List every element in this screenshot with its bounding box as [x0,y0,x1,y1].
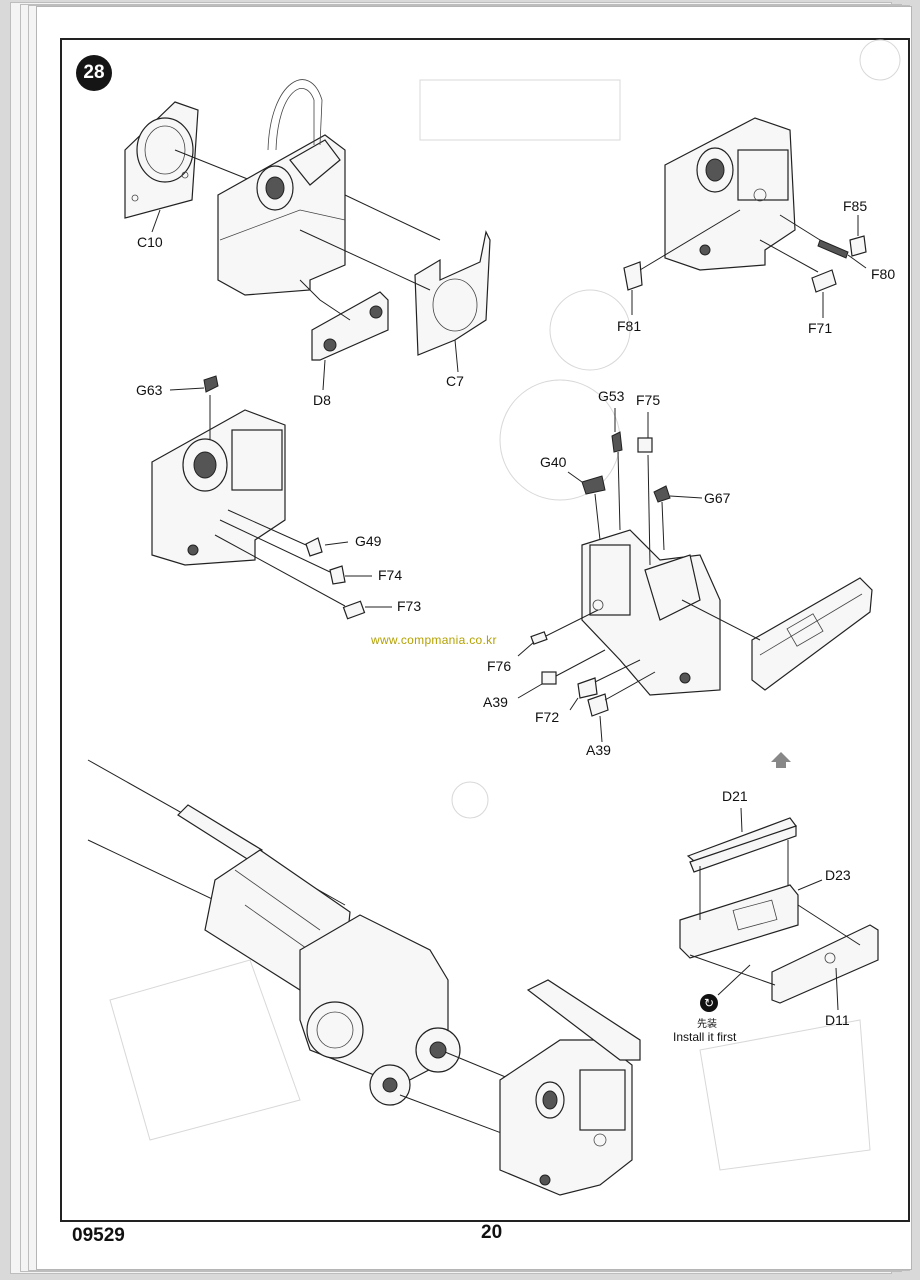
product-code: 09529 [72,1225,125,1246]
subassembly-c10-c7-d8 [124,79,491,391]
subassembly-f71-f85 [623,117,867,318]
subassembly-g49-f74 [151,375,392,620]
part-label-f81: F81 [617,318,642,334]
part-label-g53: G53 [598,388,625,404]
part-label-f73: F73 [397,598,422,614]
install-note-chinese: 先装 [697,1019,717,1030]
page-number: 20 [481,1222,503,1243]
part-label-d21: D21 [722,788,748,804]
up-arrow-icon [771,752,791,768]
part-label-g67: G67 [704,490,731,506]
part-label-c10: C10 [137,234,163,250]
subassembly-g53-f72 [517,408,873,743]
main-gun-assembly [87,759,641,1196]
part-label-g63: G63 [136,382,163,398]
step-frame [60,38,910,1222]
install-first-icon: ↻ [700,994,718,1012]
bleed-through-ghost [109,39,901,1171]
part-label-f85: F85 [843,198,868,214]
part-label-g49: G49 [355,533,382,549]
install-note-english: Install it first [673,1030,737,1044]
part-label-f75: F75 [636,392,661,408]
part-label-f80: F80 [871,266,896,282]
subassembly-d21-d23-d11 [679,807,879,1011]
part-label-f76: F76 [487,658,512,674]
part-label-f74: F74 [378,567,403,583]
part-label-a39-left: A39 [483,694,508,710]
watermark-url: www.compmania.co.kr [371,633,497,647]
part-label-d11: D11 [825,1012,850,1028]
part-label-f72: F72 [535,709,560,725]
part-label-c7: C7 [446,373,464,389]
part-label-f71: F71 [808,320,833,336]
part-label-d8: D8 [313,392,331,408]
part-label-g40: G40 [540,454,567,470]
part-label-a39-bottom: A39 [586,742,611,758]
part-label-d23: D23 [825,867,851,883]
step-number-badge: 28 [76,55,112,91]
